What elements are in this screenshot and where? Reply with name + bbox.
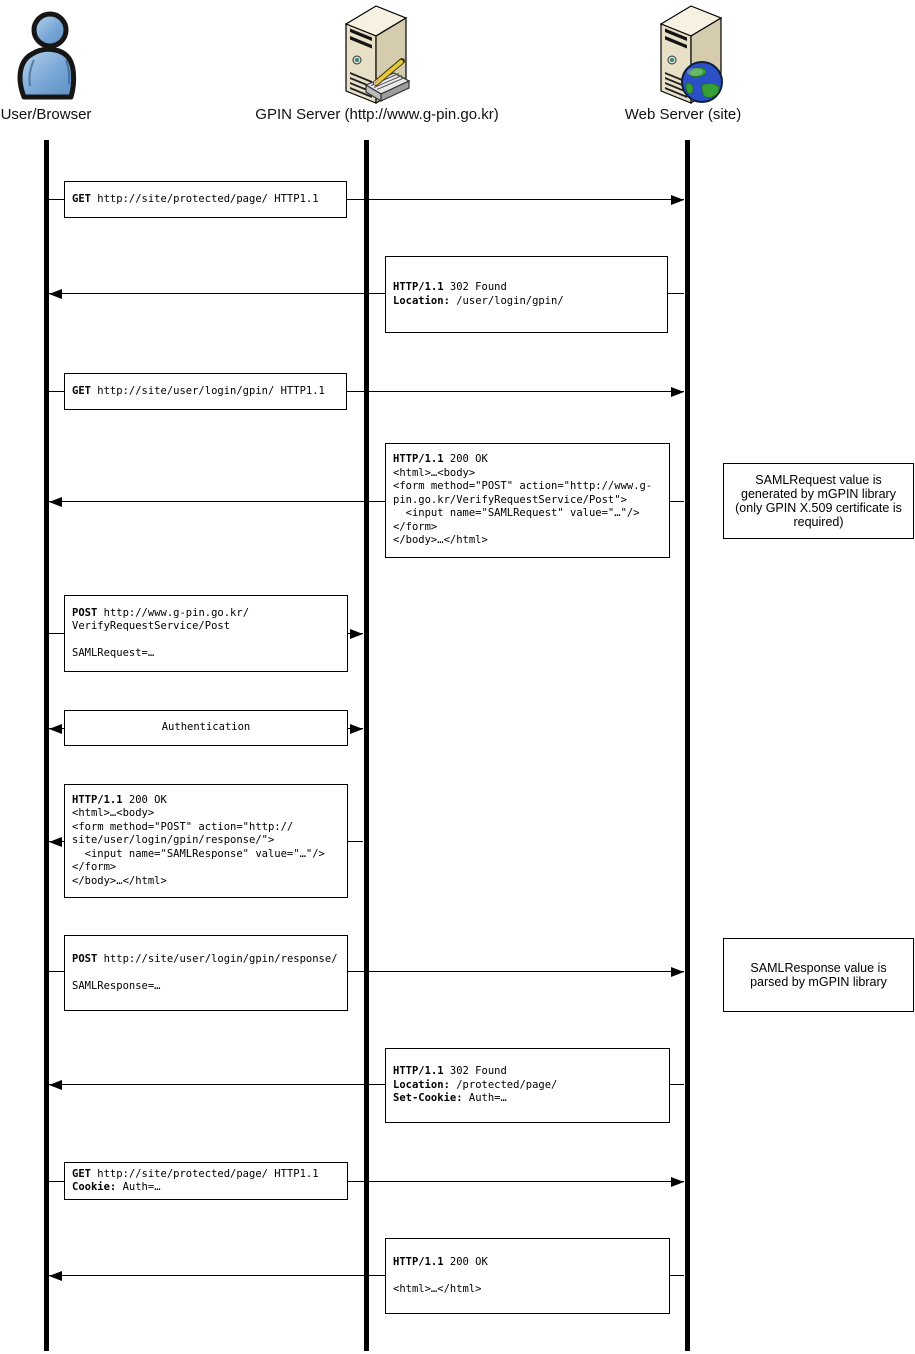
message-line: site/user/login/gpin/response/">	[72, 834, 275, 847]
message-line: Set-Cookie: Auth=…	[393, 1092, 507, 1105]
message-line	[72, 634, 345, 648]
message-line: SAMLResponse=…	[72, 979, 161, 992]
post-verifyrequestservice-arrowhead	[350, 629, 363, 639]
message-line: <html>…</html>	[393, 1282, 482, 1295]
post-gpin-response-arrowhead	[671, 967, 684, 977]
lifeline-gpin	[363, 140, 369, 1351]
get-protected-page-with-cookie-arrow	[49, 1181, 684, 1183]
message-line: </form>	[72, 861, 117, 874]
actor-label-gpin: GPIN Server (http://www.g-pin.go.kr)	[255, 106, 499, 123]
get-protected-page-request-arrow	[49, 199, 684, 201]
get-login-gpin-request-arrow	[49, 391, 684, 393]
note-samlresponse: SAMLResponse value is parsed by mGPIN li…	[723, 938, 914, 1012]
response-200-samlresponse-form-arrowhead	[49, 837, 62, 847]
final-response-200-box: HTTP/1.1 200 OK <html>…</html>	[385, 1238, 670, 1314]
get-protected-page-request-box: GET http://site/protected/page/ HTTP1.1	[64, 181, 347, 218]
actor-label-web: Web Server (site)	[624, 106, 742, 123]
message-line: POST http://www.g-pin.go.kr/	[72, 606, 250, 619]
person-icon	[17, 11, 77, 100]
redirect-302-to-gpin-login-arrowhead	[49, 289, 62, 299]
message-line: pin.go.kr/VerifyRequestService/Post">	[393, 493, 627, 506]
message-line: GET http://site/protected/page/ HTTP1.1	[72, 192, 319, 205]
message-line: POST http://site/user/login/gpin/respons…	[72, 952, 338, 965]
lifeline-user	[43, 140, 49, 1351]
lifeline-web	[684, 140, 690, 1351]
authentication-arrowhead	[350, 724, 363, 734]
redirect-302-set-cookie-arrow	[49, 1084, 684, 1086]
post-verifyrequestservice-box: POST http://www.g-pin.go.kr/VerifyReques…	[64, 595, 348, 672]
post-gpin-response-arrow	[49, 971, 684, 973]
message-line: GET http://site/protected/page/ HTTP1.1	[72, 1167, 319, 1180]
server-keyboard-icon	[344, 5, 411, 105]
response-200-samlrequest-form-arrow	[49, 501, 684, 503]
message-line: Authentication	[161, 721, 251, 734]
message-line: Cookie: Auth=…	[72, 1181, 161, 1193]
message-line: </body>…</html>	[72, 874, 167, 887]
redirect-302-to-gpin-login-arrow	[49, 293, 684, 295]
message-line: </form>	[393, 520, 438, 533]
actor-label-user: User/Browser	[0, 106, 92, 123]
note-samlrequest: SAMLRequest value is generated by mGPIN …	[723, 463, 914, 539]
response-200-samlrequest-form-box: HTTP/1.1 200 OK<html>…<body><form method…	[385, 443, 670, 558]
message-line: HTTP/1.1 200 OK	[393, 1255, 488, 1268]
message-line: VerifyRequestService/Post	[72, 620, 231, 632]
redirect-302-set-cookie-arrowhead	[49, 1080, 62, 1090]
get-login-gpin-request-arrowhead	[671, 387, 684, 397]
message-line	[72, 966, 345, 980]
message-line: Location: /protected/page/	[393, 1078, 558, 1091]
get-protected-page-request-arrowhead	[671, 195, 684, 205]
message-line: <html>…<body>	[72, 807, 155, 820]
message-line	[393, 1269, 667, 1283]
get-login-gpin-request-box: GET http://site/user/login/gpin/ HTTP1.1	[64, 373, 347, 410]
final-response-200-arrowhead	[49, 1271, 62, 1281]
authentication-arrowhead	[49, 724, 62, 734]
message-line: <html>…<body>	[393, 466, 476, 479]
message-line: <input name="SAMLRequest" value="…"/>	[393, 507, 640, 520]
message-line: <form method="POST" action="http://www.g…	[393, 480, 653, 493]
server-globe-icon	[659, 5, 723, 105]
message-line: <form method="POST" action="http://	[72, 820, 294, 833]
message-line: GET http://site/user/login/gpin/ HTTP1.1	[72, 384, 325, 397]
message-line: HTTP/1.1 200 OK	[393, 453, 488, 466]
post-gpin-response-box: POST http://site/user/login/gpin/respons…	[64, 935, 348, 1011]
message-line: </body>…</html>	[393, 534, 488, 547]
message-line: SAMLRequest=…	[72, 647, 155, 659]
get-protected-page-with-cookie-arrowhead	[671, 1177, 684, 1187]
response-200-samlrequest-form-arrowhead	[49, 497, 62, 507]
message-line: HTTP/1.1 302 Found	[393, 281, 507, 293]
message-line: <input name="SAMLResponse" value="…"/>	[72, 847, 325, 860]
response-200-samlresponse-form-box: HTTP/1.1 200 OK<html>…<body><form method…	[64, 784, 348, 898]
message-line: HTTP/1.1 200 OK	[72, 793, 167, 806]
message-line: HTTP/1.1 302 Found	[393, 1065, 507, 1078]
authentication-box: Authentication	[64, 710, 348, 746]
final-response-200-arrow	[49, 1275, 684, 1277]
message-line: Location: /user/login/gpin/	[393, 294, 564, 307]
